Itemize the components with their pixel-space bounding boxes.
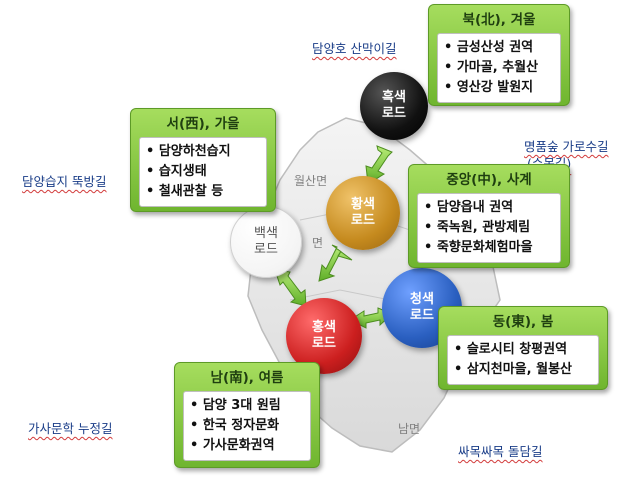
white-road-line1: 백색 — [254, 226, 278, 241]
white-road-line2: 로드 — [254, 242, 278, 257]
panel-title: 동(東), 봄 — [492, 314, 554, 330]
panel-item: 습지생태 — [146, 162, 260, 182]
panel-list: 담양읍내 권역 죽녹원, 관방제림 죽향문화체험마을 — [417, 193, 561, 263]
center-allseasons-panel: 중앙(中), 사계 담양읍내 권역 죽녹원, 관방제림 죽향문화체험마을 — [408, 164, 570, 268]
map-label-nam: 남면 — [398, 422, 421, 436]
panel-item: 한국 정자문화 — [190, 416, 304, 436]
arrow-white-red — [274, 269, 307, 307]
panel-item: 가사문화권역 — [190, 436, 304, 456]
blue-road-line2: 로드 — [410, 308, 434, 323]
east-spring-panel: 동(東), 봄 슬로시티 창평권역 삼지천마을, 월봉산 — [438, 306, 608, 390]
red-road-line1: 홍색 — [312, 320, 336, 335]
map-label-myeon: 면 — [312, 236, 324, 250]
yellow-road-circle: 황색 로드 — [326, 176, 400, 250]
label-myeongpungsup: 명품숲 가로수길 — [524, 139, 609, 154]
panel-title: 중앙(中), 사계 — [446, 172, 532, 188]
panel-item: 삼지천마을, 월봉산 — [454, 360, 592, 380]
black-road-circle: 흑색 로드 — [360, 72, 428, 140]
panel-item: 영산강 발원지 — [444, 78, 554, 98]
label-ssamok: 싸목싸목 돌담길 — [458, 444, 543, 459]
black-road-line1: 흑색 — [382, 90, 406, 105]
yellow-road-line1: 황색 — [351, 197, 375, 212]
red-road-circle: 홍색 로드 — [286, 298, 362, 374]
south-summer-panel: 남(南), 여름 담양 3대 원림 한국 정자문화 가사문화권역 — [174, 362, 320, 468]
red-road-line2: 로드 — [312, 336, 336, 351]
panel-list: 담양 3대 원림 한국 정자문화 가사문화권역 — [183, 391, 311, 461]
map-label-wolsan: 월산면 — [294, 174, 328, 188]
panel-item: 담양읍내 권역 — [424, 198, 554, 218]
label-gasa: 가사문학 누정길 — [28, 421, 113, 436]
panel-title: 북(北), 겨울 — [462, 12, 536, 28]
arrow-yellow-red — [318, 244, 353, 282]
panel-list: 슬로시티 창평권역 삼지천마을, 월봉산 — [447, 335, 599, 385]
panel-title: 서(西), 가을 — [166, 116, 240, 132]
label-damyangho: 담양호 산막이길 — [312, 41, 397, 56]
panel-title: 남(南), 여름 — [210, 370, 284, 386]
panel-item: 담양하천습지 — [146, 142, 260, 162]
north-winter-panel: 북(北), 겨울 금성산성 권역 가마골, 추월산 영산강 발원지 — [428, 4, 570, 106]
blue-road-line1: 청색 — [410, 292, 434, 307]
panel-list: 금성산성 권역 가마골, 추월산 영산강 발원지 — [437, 33, 561, 103]
panel-item: 철새관찰 등 — [146, 182, 260, 202]
label-damyang-seupji: 담양습지 뚝방길 — [22, 174, 107, 189]
yellow-road-line2: 로드 — [351, 213, 375, 228]
panel-item: 금성산성 권역 — [444, 38, 554, 58]
white-road-circle: 백색 로드 — [230, 206, 302, 278]
west-autumn-panel: 서(西), 가을 담양하천습지 습지생태 철새관찰 등 — [130, 108, 276, 212]
panel-item: 담양 3대 원림 — [190, 396, 304, 416]
panel-item: 슬로시티 창평권역 — [454, 340, 592, 360]
panel-item: 가마골, 추월산 — [444, 58, 554, 78]
black-road-line2: 로드 — [382, 106, 406, 121]
panel-list: 담양하천습지 습지생태 철새관찰 등 — [139, 137, 267, 207]
panel-item: 죽향문화체험마을 — [424, 238, 554, 258]
panel-item: 죽녹원, 관방제림 — [424, 218, 554, 238]
